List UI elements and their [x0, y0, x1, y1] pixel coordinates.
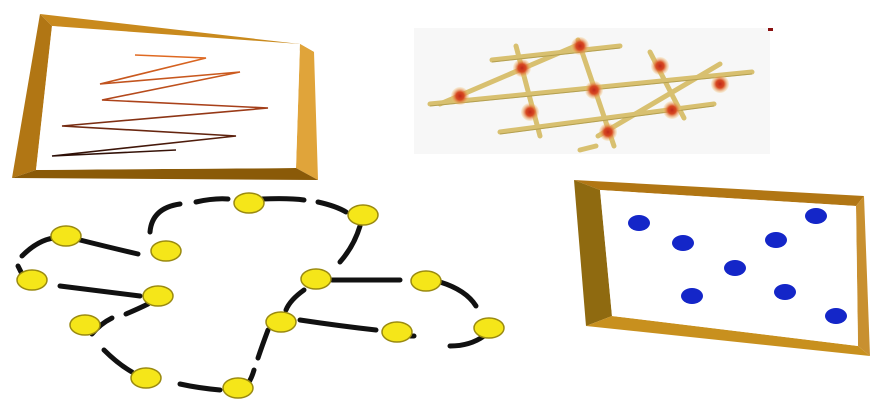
network-nodes — [451, 37, 729, 141]
particle — [672, 235, 694, 251]
particle — [724, 260, 746, 276]
particle — [681, 288, 703, 304]
zigzag-frame-inner — [36, 26, 300, 170]
network-node — [571, 37, 589, 55]
zigzag-frame-left-bar — [12, 14, 52, 178]
network-node — [663, 101, 681, 119]
particle — [805, 208, 827, 224]
particle — [774, 284, 796, 300]
particles-frame-top-bar — [574, 180, 864, 206]
network-node — [513, 59, 531, 77]
bead — [473, 317, 505, 339]
zigzag-line — [51, 54, 269, 157]
network-node — [585, 81, 603, 99]
zigzag-frame-bottom-bar — [12, 168, 318, 180]
bead — [233, 192, 265, 214]
particles — [628, 208, 847, 324]
particle — [825, 308, 847, 324]
bead — [50, 225, 82, 247]
bead — [69, 314, 101, 336]
chain-dashes — [15, 196, 487, 393]
network-node — [651, 57, 669, 75]
particles-frame-left-bar — [574, 180, 612, 326]
network-node — [451, 87, 469, 105]
network-node — [599, 123, 617, 141]
bead — [265, 311, 297, 333]
zigzag-frame — [12, 14, 318, 180]
crosslinked-network — [414, 28, 773, 154]
dispersed-particles-frame — [574, 180, 870, 356]
bead — [16, 269, 48, 291]
bead — [142, 285, 174, 307]
network-mark — [768, 28, 773, 31]
chain-beads — [16, 192, 505, 399]
particle — [765, 232, 787, 248]
bead — [222, 377, 254, 399]
particles-frame-bottom-bar — [586, 316, 870, 356]
bead — [381, 321, 413, 343]
network-node — [521, 103, 539, 121]
bead — [300, 268, 332, 290]
bead — [150, 240, 182, 262]
bead-chain — [15, 192, 505, 399]
bead — [410, 270, 442, 292]
zigzag-frame-right-bar — [296, 44, 318, 180]
particles-frame-right-bar — [856, 196, 870, 356]
bead — [347, 204, 379, 226]
bead — [130, 367, 162, 389]
particle — [628, 215, 650, 231]
network-node — [711, 75, 729, 93]
